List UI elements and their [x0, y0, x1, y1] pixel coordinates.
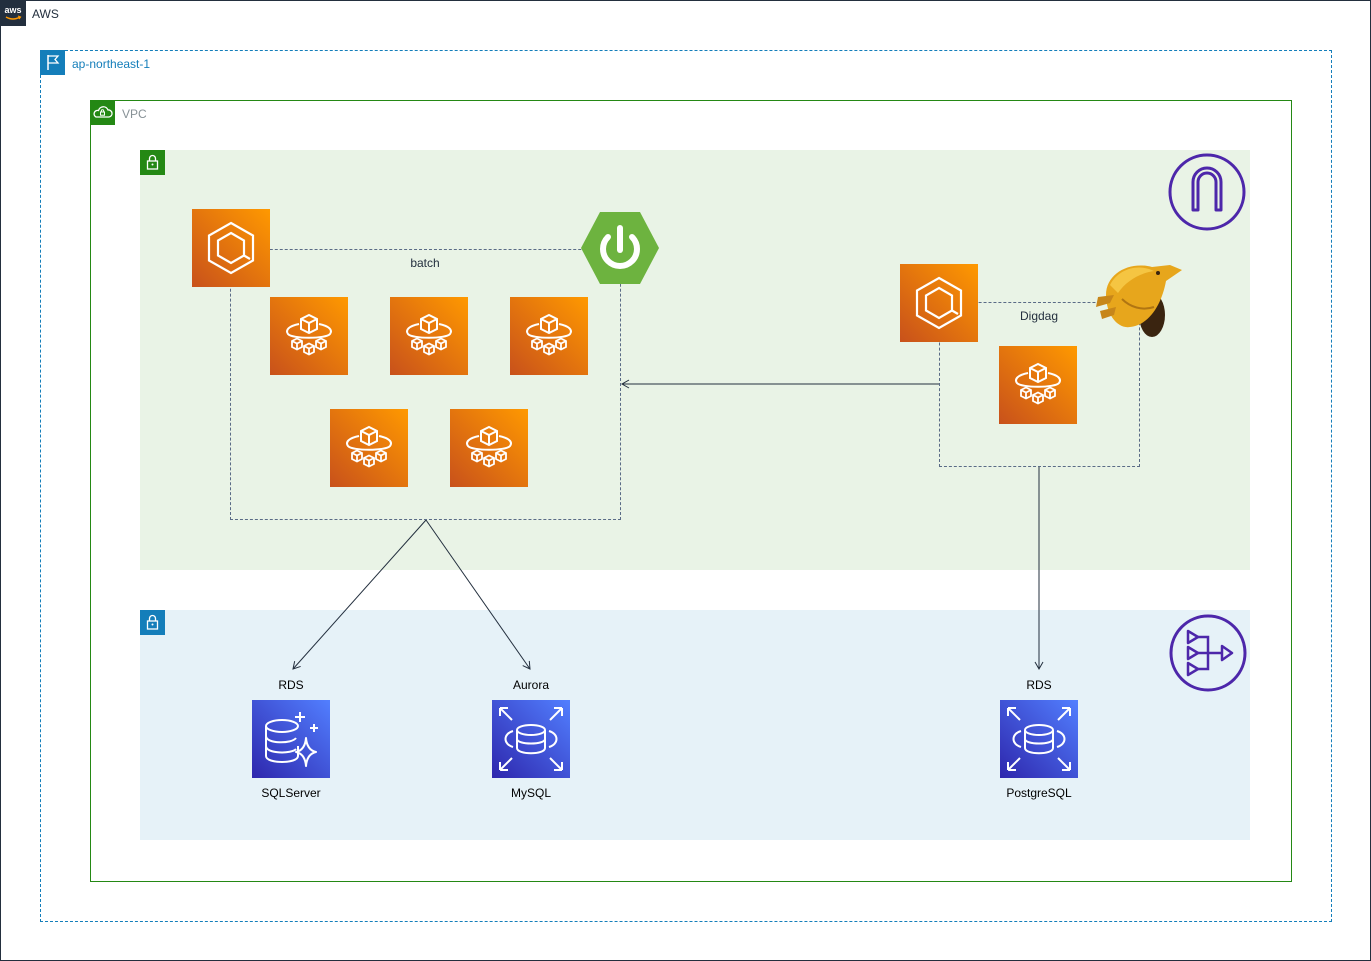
nat-gateway-icon	[1168, 613, 1248, 693]
vpc-cloud-icon	[90, 100, 115, 125]
spring-boot-icon	[579, 210, 661, 286]
public-subnet-lock-icon	[140, 150, 165, 175]
private-subnet-lock-icon	[140, 610, 165, 635]
rds-postgresql-icon	[1000, 700, 1078, 778]
fargate-task-icon	[330, 409, 408, 487]
fargate-task-icon	[270, 297, 348, 375]
db-postgresql-label: PostgreSQL	[1006, 786, 1072, 800]
rds-sqlserver-icon	[252, 700, 330, 778]
region-group	[40, 50, 1332, 922]
internet-gateway-icon	[1167, 152, 1247, 232]
digdag-group	[939, 302, 1140, 467]
digdag-ecs-icon	[900, 264, 978, 342]
aurora-icon	[492, 700, 570, 778]
batch-to-aurora-arrow	[425, 519, 531, 670]
db-sqlserver-label: SQLServer	[261, 786, 321, 800]
db-aurora-top-label: Aurora	[512, 678, 550, 692]
region-label: ap-northeast-1	[72, 57, 151, 71]
aws-cloud-label: AWS	[32, 7, 59, 21]
fargate-task-icon	[390, 297, 468, 375]
db-postgresql-top-label: RDS	[1026, 678, 1052, 692]
batch-group	[230, 249, 621, 520]
db-sqlserver-top-label: RDS	[278, 678, 304, 692]
svg-text:aws: aws	[4, 5, 21, 15]
fargate-task-icon	[450, 409, 528, 487]
batch-group-label: batch	[410, 256, 440, 270]
vpc-label: VPC	[122, 107, 147, 121]
region-flag-icon	[40, 50, 65, 75]
digdag-group-label: Digdag	[1019, 309, 1059, 323]
fargate-task-icon	[510, 297, 588, 375]
aws-logo-icon: aws	[0, 0, 26, 26]
batch-ecs-icon	[192, 209, 270, 287]
digdag-fargate-task-icon	[999, 346, 1077, 424]
db-mysql-label: MySQL	[510, 786, 551, 800]
batch-to-sqlserver-arrow	[292, 519, 427, 670]
vpc-group	[90, 100, 1292, 882]
digdag-icon	[1092, 255, 1184, 339]
